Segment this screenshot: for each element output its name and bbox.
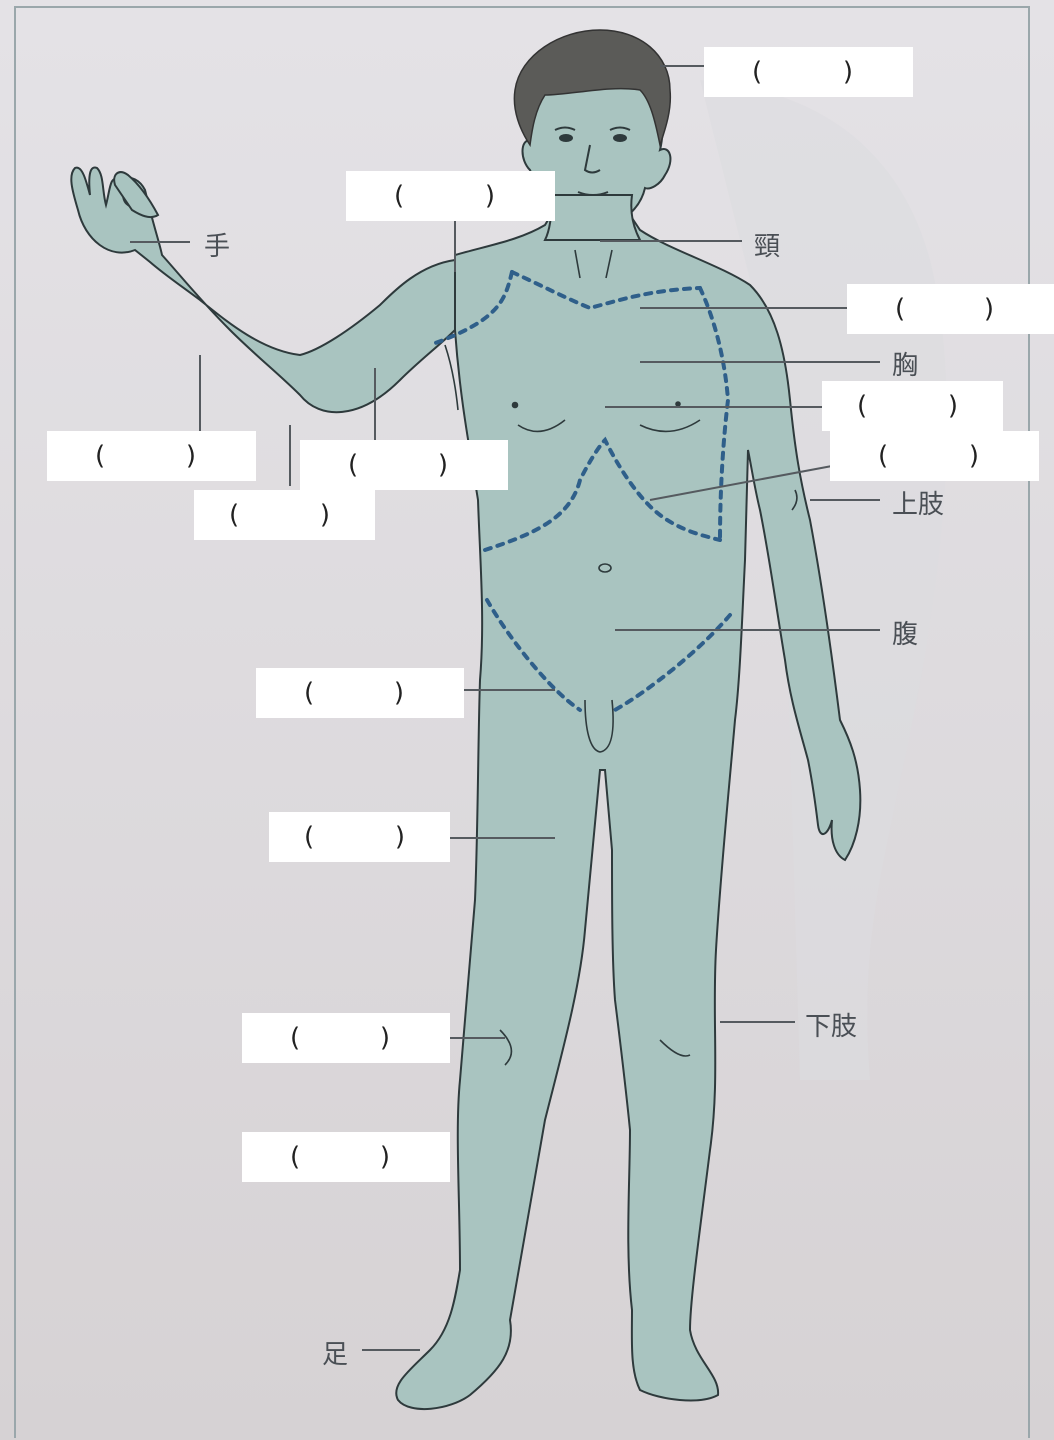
answer-box-shoulder[interactable]: () [346,171,555,221]
close-paren: ) [186,441,196,471]
open-paren: ( [752,57,762,87]
open-paren: ( [290,1023,300,1053]
open-paren: ( [895,294,905,324]
open-paren: ( [878,441,888,471]
close-paren: ) [969,441,979,471]
answer-box-forearm[interactable]: () [47,431,256,481]
answer-box-elbow[interactable]: () [194,490,375,540]
label-hand: 手 [204,226,230,263]
answer-box-head[interactable]: () [704,47,913,97]
close-paren: ) [843,57,853,87]
close-paren: ) [984,294,994,324]
neck [545,195,640,240]
open-paren: ( [348,450,358,480]
label-abdomen: 腹 [892,614,918,651]
open-paren: ( [304,678,314,708]
answer-box-upper-arm[interactable]: () [300,440,508,490]
answer-box-knee[interactable]: () [242,1013,450,1063]
label-neck: 頸 [754,226,780,263]
answer-box-groin[interactable]: () [256,668,464,718]
open-paren: ( [394,181,404,211]
close-paren: ) [320,500,330,530]
label-foot: 足 [322,1334,348,1371]
body-silhouette [71,58,860,1409]
label-chest: 胸 [892,345,918,382]
answer-box-chest-upper[interactable]: () [847,284,1054,334]
label-lower-limb: 下肢 [805,1006,857,1043]
close-paren: ) [438,450,448,480]
answer-box-lower-leg[interactable]: () [242,1132,450,1182]
close-paren: ) [395,822,405,852]
close-paren: ) [485,181,495,211]
open-paren: ( [304,822,314,852]
open-paren: ( [229,500,239,530]
close-paren: ) [380,1142,390,1172]
close-paren: ) [380,1023,390,1053]
close-paren: ) [948,391,958,421]
open-paren: ( [95,441,105,471]
answer-box-chest-lower[interactable]: () [822,381,1003,431]
open-paren: ( [857,391,867,421]
label-upper-limb: 上肢 [892,484,944,521]
answer-box-upper-abdomen[interactable]: () [830,431,1039,481]
close-paren: ) [394,678,404,708]
answer-box-thigh[interactable]: () [269,812,450,862]
open-paren: ( [290,1142,300,1172]
